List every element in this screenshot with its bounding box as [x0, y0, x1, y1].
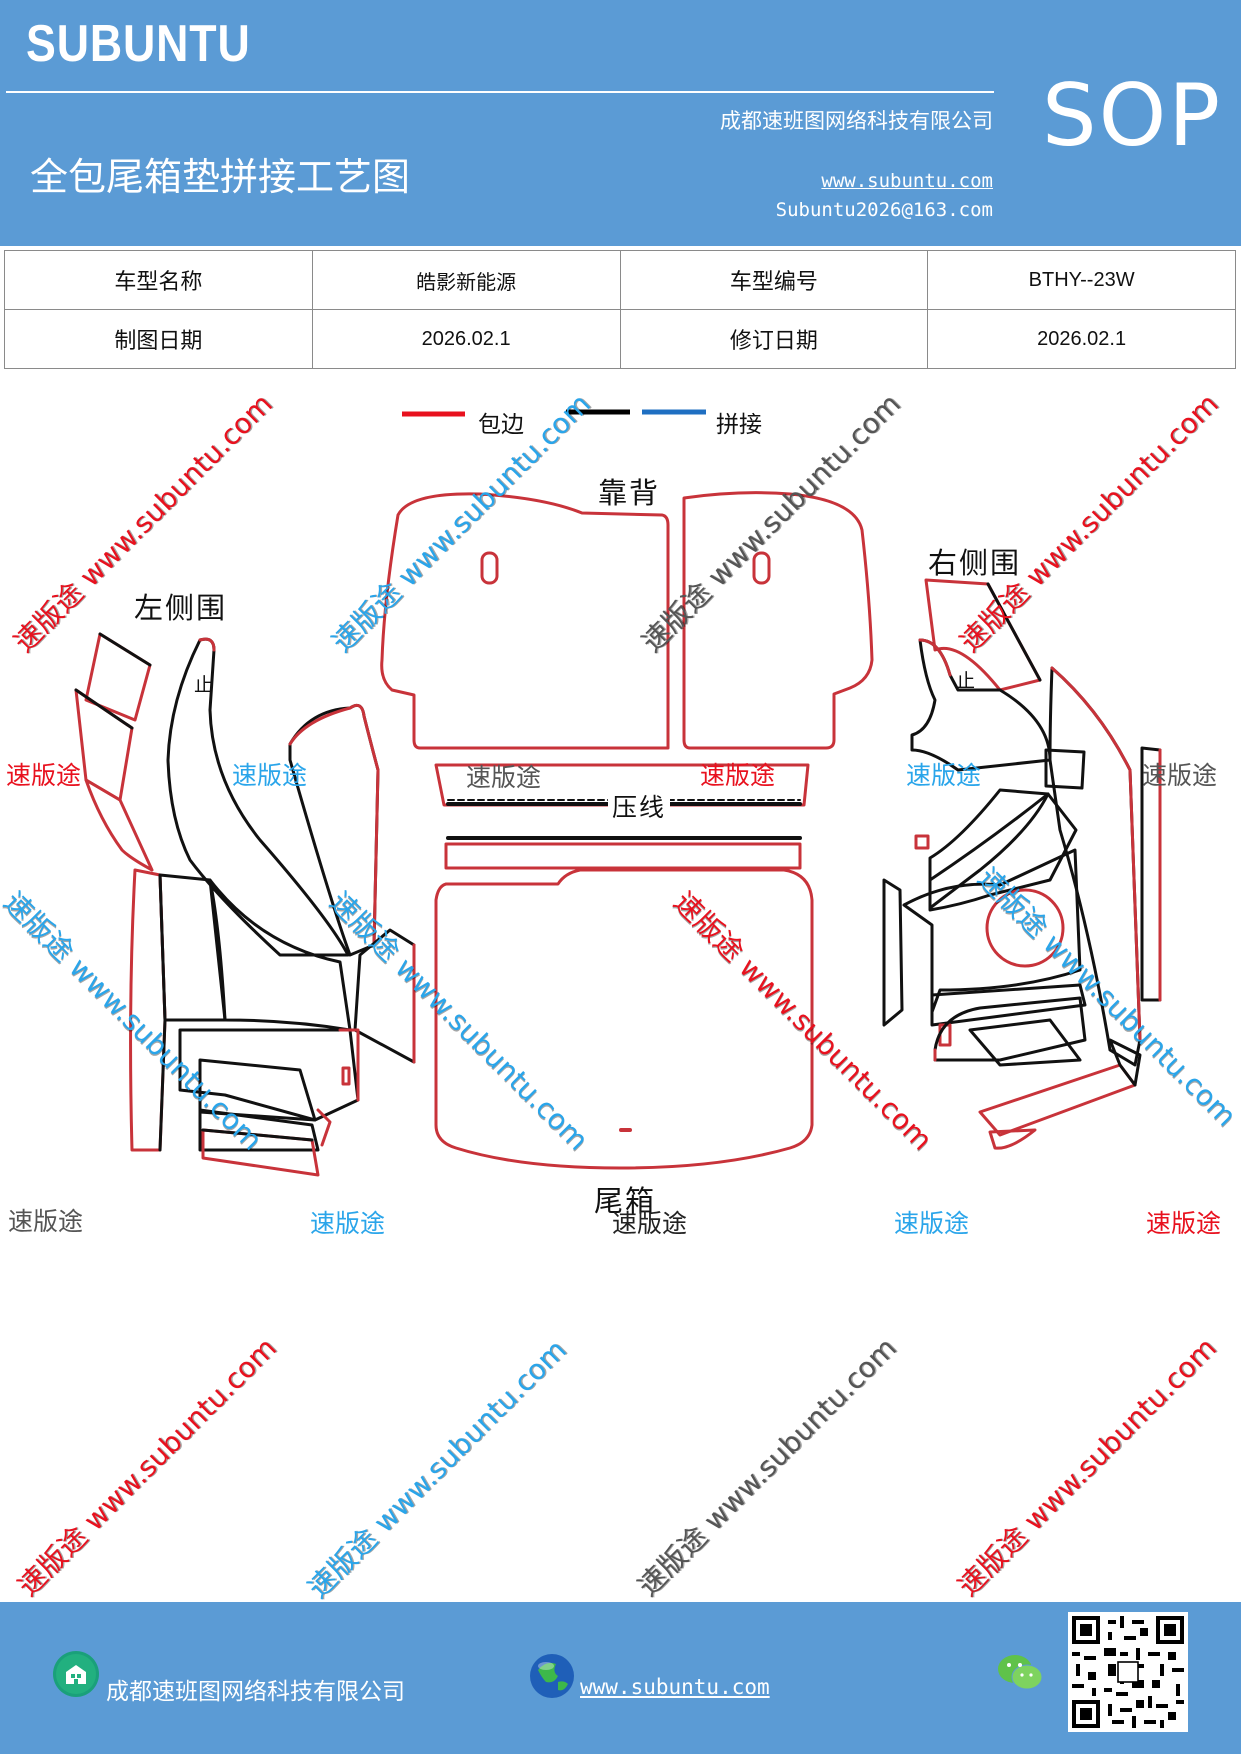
- watermark-brand: 速版途: [894, 1209, 970, 1238]
- watermark-brand: 速版途: [700, 761, 776, 790]
- stop-mark-left: 止: [194, 674, 216, 696]
- table-row: 车型名称 皓影新能源 车型编号 BTHY--23W: [4, 250, 1236, 310]
- right-side-label: 右侧围: [928, 546, 1022, 580]
- building-icon: [53, 1651, 99, 1697]
- backrest-label: 靠背: [598, 476, 661, 510]
- draw-date-label: 制图日期: [4, 309, 313, 369]
- model-code-label: 车型编号: [619, 250, 929, 310]
- document-title: 全包尾箱垫拼接工艺图: [30, 155, 411, 199]
- footer-banner: 成都速班图网络科技有限公司 www.subuntu.com: [0, 1602, 1241, 1754]
- revise-date-label: 修订日期: [619, 309, 929, 369]
- trunk-label: 尾箱: [594, 1184, 657, 1218]
- watermark-brand: 速版途: [1146, 1209, 1222, 1238]
- watermark-brand: 速版途: [8, 1207, 84, 1236]
- watermark-brand: 速版途: [466, 763, 542, 792]
- brand-logo: SUBUNTU: [26, 15, 251, 73]
- watermark-brand: 速版途: [6, 761, 82, 790]
- watermark-brand: 速版途: [310, 1209, 386, 1238]
- header-company: 成都速班图网络科技有限公司: [720, 109, 993, 133]
- qr-code: [1068, 1612, 1188, 1732]
- mat-layout-diagram: [74, 409, 1162, 1177]
- header-email: Subuntu2026@163.com: [775, 199, 993, 221]
- revise-date-value: 2026.02.1: [927, 309, 1236, 369]
- trunk-floor-panel: [434, 868, 814, 1170]
- qr-code-image: [1072, 1616, 1184, 1728]
- globe-icon: [530, 1654, 574, 1698]
- watermark-brand: 速版途: [232, 761, 308, 790]
- table-row: 制图日期 2026.02.1 修订日期 2026.02.1: [4, 309, 1236, 369]
- footer-company: 成都速班图网络科技有限公司: [106, 1679, 405, 1705]
- right-side-wall: [882, 578, 1162, 1150]
- vehicle-info-table: 车型名称 皓影新能源 车型编号 BTHY--23W 制图日期 2026.02.1…: [4, 250, 1236, 369]
- left-side-wall: [74, 632, 416, 1177]
- legend-label-seam: 拼接: [716, 412, 762, 438]
- header-website-link[interactable]: www.subuntu.com: [821, 170, 993, 192]
- footer-website-link[interactable]: www.subuntu.com: [580, 1675, 770, 1699]
- model-name-label: 车型名称: [4, 250, 313, 310]
- legend-label-edge: 包边: [478, 412, 524, 438]
- watermark-brand: 速版途: [612, 1209, 688, 1238]
- thin-strip: [444, 842, 802, 870]
- model-code-value: BTHY--23W: [927, 250, 1236, 310]
- draw-date-value: 2026.02.1: [311, 309, 621, 369]
- stop-mark-right: 止: [956, 670, 978, 692]
- crease-strip: [434, 763, 810, 807]
- backrest-left-panel: [380, 492, 670, 750]
- left-side-label: 左侧围: [134, 591, 228, 625]
- backrest-left-slot: [480, 551, 499, 585]
- sop-badge: SOP: [1042, 66, 1223, 166]
- header-divider: [6, 91, 994, 93]
- wechat-icon[interactable]: [996, 1652, 1044, 1694]
- watermark-brand: 速版途: [906, 761, 982, 790]
- watermark-brand: 速版途: [1142, 761, 1218, 790]
- crease-label: 压线: [608, 788, 671, 824]
- backrest-right-slot: [752, 551, 771, 585]
- backrest-right-panel: [682, 491, 874, 750]
- header-banner: SUBUNTU SOP 全包尾箱垫拼接工艺图 成都速班图网络科技有限公司 www…: [0, 0, 1241, 246]
- model-name-value: 皓影新能源: [311, 250, 621, 310]
